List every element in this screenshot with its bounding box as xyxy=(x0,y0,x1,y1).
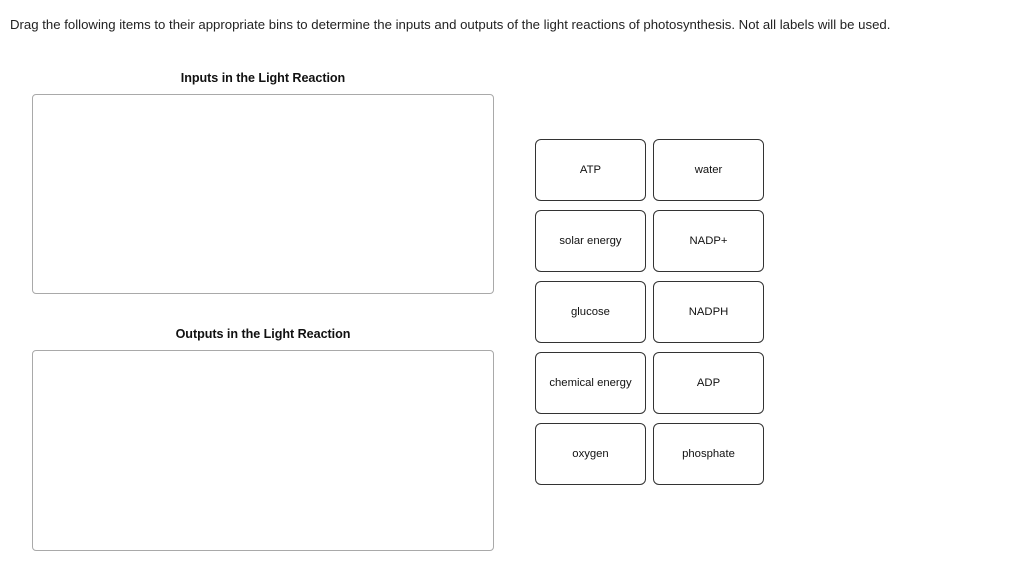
draggable-label-tile[interactable]: glucose xyxy=(535,281,646,343)
tile-row: oxygen phosphate xyxy=(535,423,764,485)
draggable-label-tile[interactable]: solar energy xyxy=(535,210,646,272)
draggable-label-tile[interactable]: oxygen xyxy=(535,423,646,485)
draggable-label-tile[interactable]: ATP xyxy=(535,139,646,201)
bin-title-inputs: Inputs in the Light Reaction xyxy=(180,71,346,85)
tile-row: chemical energy ADP xyxy=(535,352,764,414)
draggable-label-tile[interactable]: ADP xyxy=(653,352,764,414)
tile-row: ATP water xyxy=(535,139,764,201)
bin-title-outputs: Outputs in the Light Reaction xyxy=(175,327,351,341)
bins-column: Inputs in the Light Reaction Outputs in … xyxy=(32,70,494,551)
bin-group-inputs: Inputs in the Light Reaction xyxy=(32,70,494,294)
tile-row: solar energy NADP+ xyxy=(535,210,764,272)
draggable-label-tile[interactable]: phosphate xyxy=(653,423,764,485)
bin-dropzone-inputs[interactable] xyxy=(32,94,494,294)
label-tile-tray: ATP water solar energy NADP+ glucose NAD… xyxy=(535,139,764,485)
draggable-label-tile[interactable]: chemical energy xyxy=(535,352,646,414)
instruction-text: Drag the following items to their approp… xyxy=(10,17,891,33)
draggable-label-tile[interactable]: water xyxy=(653,139,764,201)
bin-dropzone-outputs[interactable] xyxy=(32,350,494,551)
bin-group-outputs: Outputs in the Light Reaction xyxy=(32,326,494,551)
draggable-label-tile[interactable]: NADPH xyxy=(653,281,764,343)
draggable-label-tile[interactable]: NADP+ xyxy=(653,210,764,272)
tile-row: glucose NADPH xyxy=(535,281,764,343)
